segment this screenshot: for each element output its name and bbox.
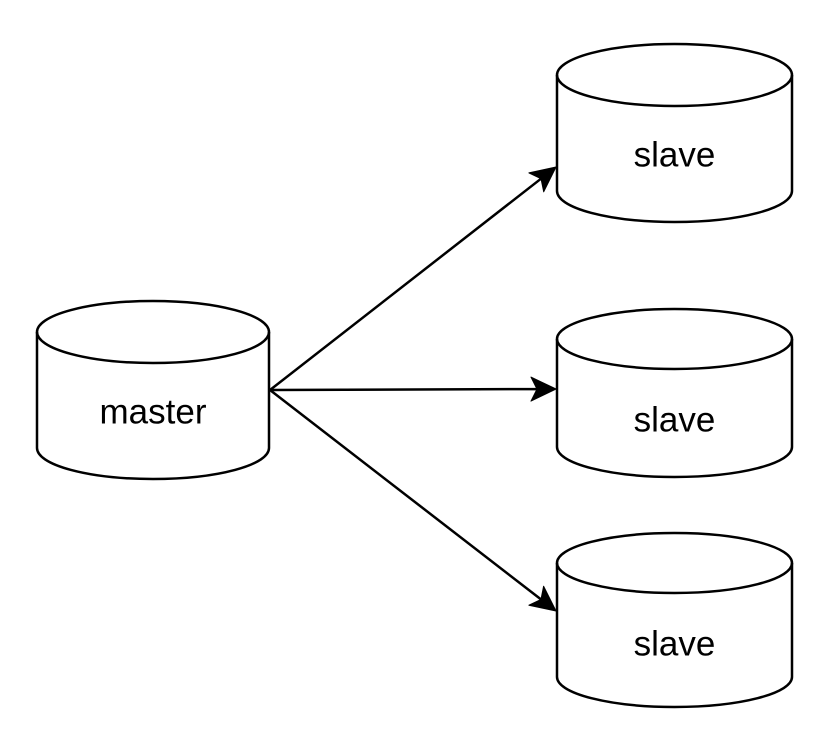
edges-layer <box>269 166 557 612</box>
db-cylinder-icon <box>555 531 794 709</box>
edge-master-to-slave1 <box>269 166 557 391</box>
db-cylinder-rim <box>35 331 271 365</box>
db-cylinder-rim <box>555 74 794 108</box>
arrowhead-icon <box>530 376 557 402</box>
db-cylinder-icon <box>555 42 794 224</box>
edge-master-to-slave2 <box>269 376 557 402</box>
arrowhead-icon <box>528 585 557 612</box>
slave3-label: slave <box>634 624 716 663</box>
nodes-layer: master slave slave slave <box>35 42 794 709</box>
edge-master-to-slave3 <box>269 389 557 612</box>
slave2-label: slave <box>634 400 716 439</box>
slave1-node: slave <box>555 42 794 224</box>
slave1-label: slave <box>634 135 716 174</box>
master-label: master <box>100 392 207 431</box>
edge-line <box>269 387 538 392</box>
db-cylinder-icon <box>35 299 271 481</box>
db-cylinder-rim <box>555 338 794 371</box>
slave2-node: slave <box>555 307 794 479</box>
slave3-node: slave <box>555 531 794 709</box>
edge-line <box>269 177 542 391</box>
master-node: master <box>35 299 271 481</box>
edge-line <box>269 389 542 601</box>
db-cylinder-icon <box>555 307 794 479</box>
db-cylinder-rim <box>555 562 794 595</box>
arrowhead-icon <box>528 166 557 193</box>
